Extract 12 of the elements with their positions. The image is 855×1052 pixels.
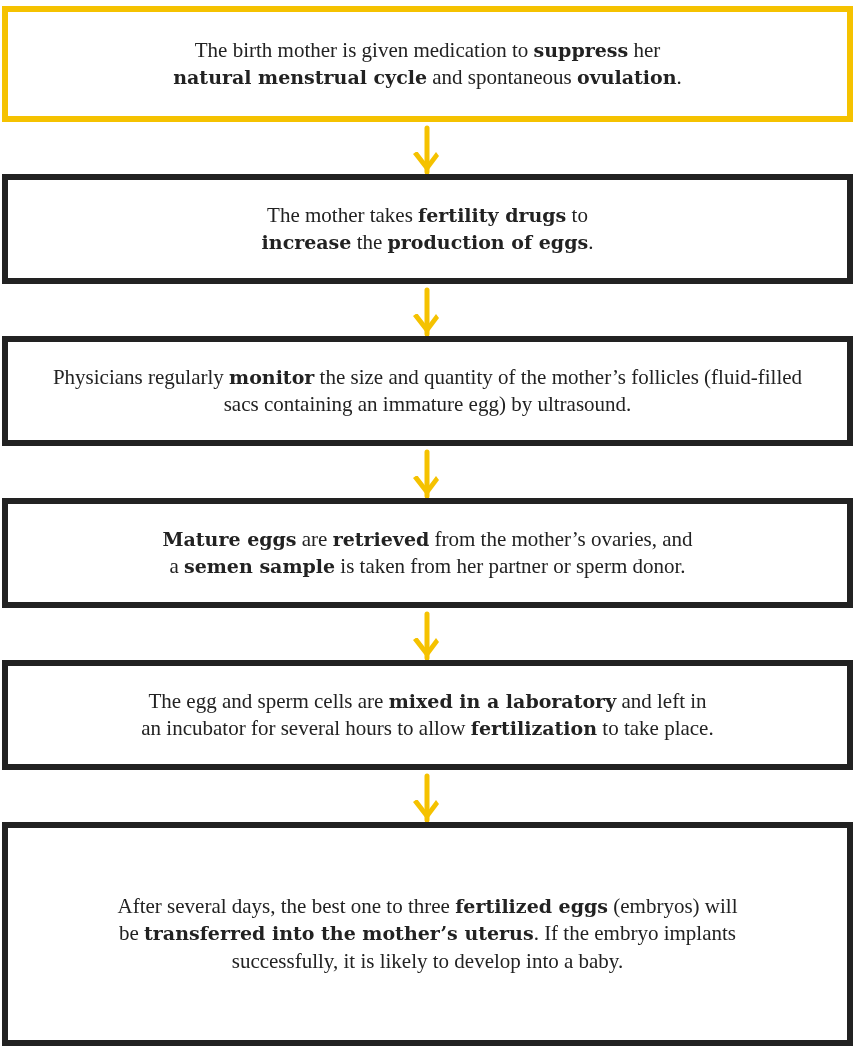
step-text: After several days, the best one to three fertilized eggs (embryos) will be transferred into the mother’s uterus. If the embryo implants successfully, it is likely to develop into a baby. (116, 893, 739, 975)
step-text: Mature eggs are retrieved from the mother’s ovaries, and a semen sample is taken from her partner or sperm donor. (161, 525, 694, 580)
process-box (2, 6, 853, 122)
step-text: Physicians regularly monitor the size and quantity of the mother’s follicles (fluid-filled sacs containing an immature egg) by ultrasound. (51, 363, 804, 418)
process-box (2, 336, 853, 446)
step-text: The mother takes fertility drugs to increase the production of eggs. (260, 201, 595, 256)
step-text: The egg and sperm cells are mixed in a laboratory and left in an incubator for several hours to allow fertilization to take place. (140, 687, 715, 742)
process-box (2, 660, 853, 770)
process-box (2, 498, 853, 608)
process-box (2, 174, 853, 284)
step-text: The birth mother is given medication to suppress her natural menstrual cycle and spontaneous ovulation. (172, 36, 683, 91)
process-box (2, 822, 853, 1046)
